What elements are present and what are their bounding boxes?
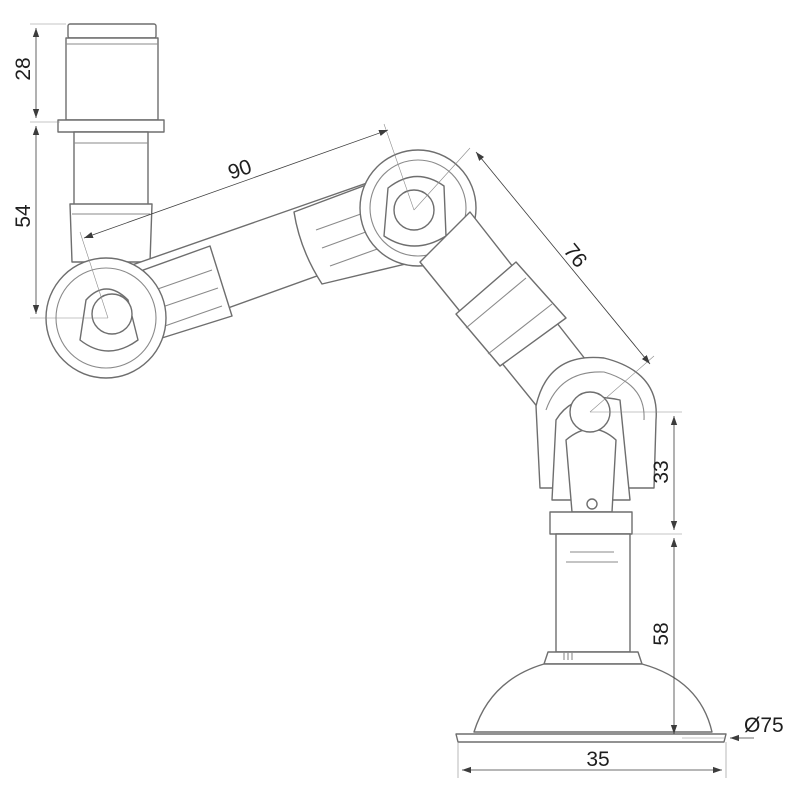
upper-pole	[69, 131, 153, 263]
extension-lines	[30, 23, 727, 778]
top-clamp	[57, 23, 165, 133]
dimension-lines	[32, 28, 754, 774]
dim-label-58: 58	[650, 622, 673, 645]
dim-label-76: 76	[559, 240, 592, 273]
dim-label-90: 90	[225, 155, 255, 184]
base-stem	[555, 533, 631, 653]
suction-base	[455, 651, 727, 743]
dim-label-54: 54	[12, 204, 35, 228]
dim-label-33: 33	[650, 460, 673, 483]
lower-joint	[535, 356, 657, 535]
dim-line-90	[83, 129, 389, 239]
dim-label-35: 35	[586, 748, 609, 771]
dim-line-76	[475, 151, 651, 365]
dim-label-75: Ø75	[744, 714, 784, 737]
dim-label-28: 28	[12, 57, 35, 80]
